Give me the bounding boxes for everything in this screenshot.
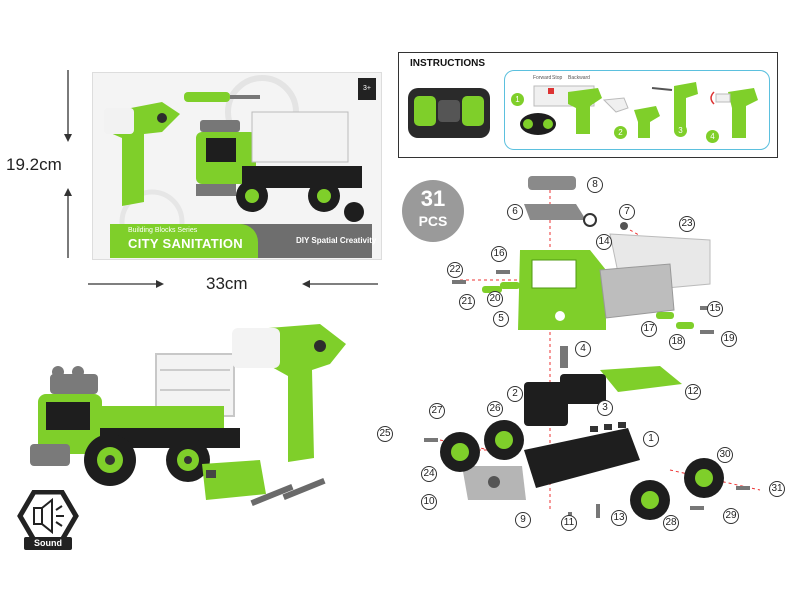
part-number: 10	[421, 494, 437, 510]
part-number: 8	[587, 177, 603, 193]
instructions-steps-art	[520, 82, 758, 138]
part-number: 24	[421, 466, 437, 482]
pieces-label: PCS	[418, 213, 448, 229]
instructions-steps-box	[504, 70, 770, 150]
instructions-title: INSTRUCTIONS	[410, 58, 485, 69]
part-number: 5	[493, 311, 509, 327]
part-number: 1	[643, 431, 659, 447]
box-series-text: Building Blocks Series	[128, 227, 198, 234]
part-number: 6	[507, 204, 523, 220]
part-number: 22	[447, 262, 463, 278]
part-number: 7	[619, 204, 635, 220]
instr-label-stop: Stop	[552, 75, 563, 81]
part-number: 12	[685, 384, 701, 400]
part-number: 14	[596, 234, 612, 250]
part-number: 4	[575, 341, 591, 357]
part-number: 21	[459, 294, 475, 310]
part-number: 17	[641, 321, 657, 337]
part-number: 2	[507, 386, 523, 402]
instruction-step-3: 3	[674, 124, 687, 137]
exploded-parts-diagram	[424, 176, 761, 526]
part-number: 13	[611, 510, 627, 526]
sound-icon	[17, 490, 79, 543]
part-number: 9	[515, 512, 531, 528]
pieces-badge: 31 PCS	[402, 180, 464, 242]
pieces-count: 31	[420, 186, 446, 211]
part-number: 16	[491, 246, 507, 262]
box-title-green	[110, 224, 258, 258]
age-badge: 3+	[358, 78, 376, 100]
part-number: 30	[717, 447, 733, 463]
instr-label-backward: Backward	[568, 75, 590, 81]
instructions-remote-image	[408, 88, 490, 138]
part-number: 11	[561, 515, 577, 531]
box-brand-text: DIY Spatial Creativity	[296, 236, 377, 245]
sound-label: Sound	[24, 537, 72, 550]
part-number: 28	[663, 515, 679, 531]
box-artwork	[104, 75, 364, 255]
part-number: 27	[429, 403, 445, 419]
instruction-step-2: 2	[614, 126, 627, 139]
part-number: 15	[707, 301, 723, 317]
instr-label-forward: Forward	[533, 75, 552, 81]
width-label: 33cm	[206, 274, 248, 293]
part-number: 31	[769, 481, 785, 497]
part-number: 23	[679, 216, 695, 232]
part-number: 29	[723, 508, 739, 524]
part-number: 19	[721, 331, 737, 347]
instruction-step-1: 1	[511, 93, 524, 106]
part-number: 18	[669, 334, 685, 350]
part-number: 20	[487, 291, 503, 307]
height-label: 19.2cm	[6, 155, 62, 174]
instruction-step-4: 4	[706, 130, 719, 143]
box-title-text: CITY SANITATION	[128, 236, 243, 251]
assembled-toy-image	[30, 324, 346, 507]
part-number: 25	[377, 426, 393, 442]
part-number: 26	[487, 401, 503, 417]
part-number: 3	[597, 400, 613, 416]
